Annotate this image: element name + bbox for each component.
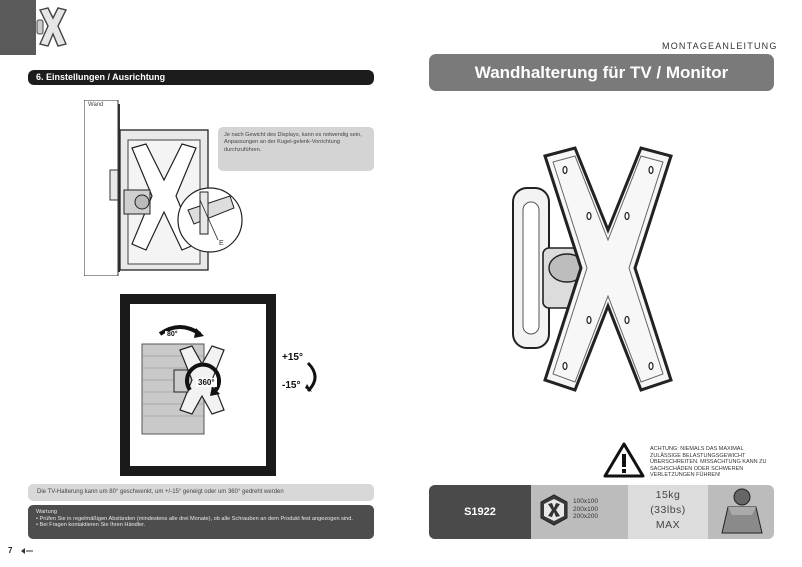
- weight-lbs: (33lbs): [650, 504, 686, 516]
- product-image: [512, 146, 673, 392]
- corner-tab: [0, 0, 36, 55]
- vesa-sizes: 100x100 200x100 200x200: [573, 498, 598, 521]
- weight-kg: 15kg: [655, 489, 681, 501]
- weight-max: MAX: [655, 519, 681, 531]
- warning-icon: [603, 442, 645, 478]
- maintenance-title: Wartung: [36, 509, 57, 515]
- mount-thumbnail-icon: [36, 7, 68, 47]
- load-weight-icon: [721, 488, 763, 534]
- manual-label: MONTAGEANLEITUNG: [662, 41, 778, 51]
- tilt-arrow-icon: [305, 361, 317, 393]
- weight-warning: ACHTUNG: NIEMALS DAS MAXIMAL ZULÄSSIGE B…: [650, 446, 767, 479]
- maintenance-line-2: • Bei Fragen kontaktieren Sie Ihren Händ…: [36, 522, 146, 529]
- page-number: 7: [8, 546, 13, 555]
- adjustment-diagram: [84, 100, 243, 276]
- callout-letter: E: [219, 240, 224, 247]
- adjustment-note: Je nach Gewicht des Displays, kann es no…: [218, 127, 374, 171]
- tilt-up-label: +15°: [282, 352, 303, 363]
- page-arrow-icon: [21, 548, 33, 554]
- product-title: Wandhalterung für TV / Monitor: [429, 54, 774, 91]
- max-weight: 15kg (33lbs) MAX: [628, 488, 708, 533]
- vesa-size: 200x200: [573, 513, 598, 520]
- maintenance-box: Wartung • Prüfen Sie in regelmäßigen Abs…: [28, 505, 374, 539]
- maintenance-line-1: • Prüfen Sie in regelmäßigen Abständen (…: [36, 515, 353, 522]
- section-title: 6. Einstellungen / Ausrichtung: [28, 70, 374, 85]
- rotate-angle-label: 360°: [196, 378, 217, 387]
- vesa-badge-icon: [540, 494, 568, 526]
- model-number: S1922: [429, 485, 531, 539]
- wall-label: Wand: [88, 102, 104, 108]
- tilt-down-label: -15°: [282, 380, 301, 391]
- vesa-size: 100x100: [573, 498, 598, 505]
- weight-panel: [628, 485, 708, 539]
- pan-angle-label: 80°: [165, 331, 180, 338]
- adjustment-caption: Die TV-Halterung kann um 80° geschwenkt,…: [28, 484, 374, 501]
- vesa-size: 200x100: [573, 505, 598, 513]
